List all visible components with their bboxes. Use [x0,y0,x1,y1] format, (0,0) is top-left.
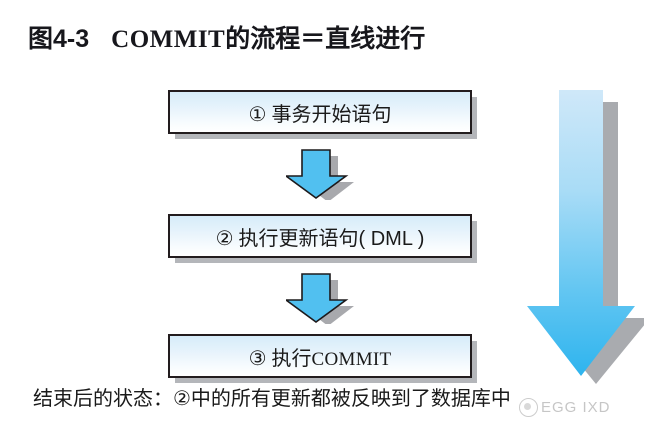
figure-number: 图4-3 [28,25,90,53]
flow-step-3-number: ③ [248,347,267,370]
watermark-logo-icon [519,398,538,417]
figure-title: 图4-3 COMMIT的流程＝直线进行 [28,24,425,55]
figure-title-rest: 的流程＝直线进行 [225,25,426,53]
watermark-text: EGG IXD [541,399,611,416]
flow-step-2-number: ② [215,227,234,250]
flow-step-1-text: 事务开始语句 [271,103,392,126]
arrow-down-icon [286,273,354,324]
arrow-down-large-icon [527,90,644,384]
flow-step-3-keyword: COMMIT [311,348,392,370]
flow-arrow-down-2 [286,272,354,324]
flow-step-1-number: ① [248,103,267,126]
flow-step-3-text: 执行 [271,347,312,370]
big-progress-arrow-down [524,86,644,384]
flow-step-2-text: 执行更新语句( DML ) [238,227,425,250]
arrow-down-icon [286,149,354,200]
watermark: EGG IXD [519,398,611,417]
figure-title-keyword: COMMIT [111,26,226,53]
flow-arrow-down-1 [286,148,354,200]
figure-caption: 结束后的状态：②中的所有更新都被反映到了数据库中 [33,388,511,410]
